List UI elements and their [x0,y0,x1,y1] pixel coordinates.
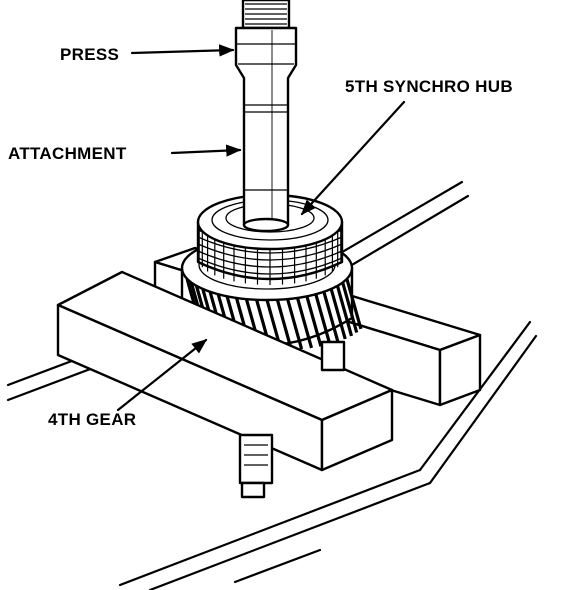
press-label: PRESS [60,45,119,64]
gear-tooth [305,295,323,347]
gear-tooth [314,293,332,345]
gear-leader-arrow [116,338,208,412]
gear-label: 4TH GEAR [48,410,136,429]
attachment-leader-arrow [170,144,242,157]
gear-tooth [295,297,314,349]
press-attachment [234,0,298,233]
attachment-label: ATTACHMENT [8,144,127,163]
gear-tooth [341,282,359,333]
synchro-hub-leader-arrow [300,100,406,216]
gear-tooth [345,278,363,330]
front-support-block [56,270,394,472]
shaft-below [238,340,346,499]
press-leader-arrow [130,44,235,57]
leader-lines [116,44,406,412]
gear-tooth [322,291,340,343]
gear-tooth [286,298,304,350]
gear-tooth [275,299,293,351]
gear-tooth [335,285,354,337]
gear-tooth [329,288,347,340]
synchro-hub-label: 5TH SYNCHRO HUB [345,77,513,96]
